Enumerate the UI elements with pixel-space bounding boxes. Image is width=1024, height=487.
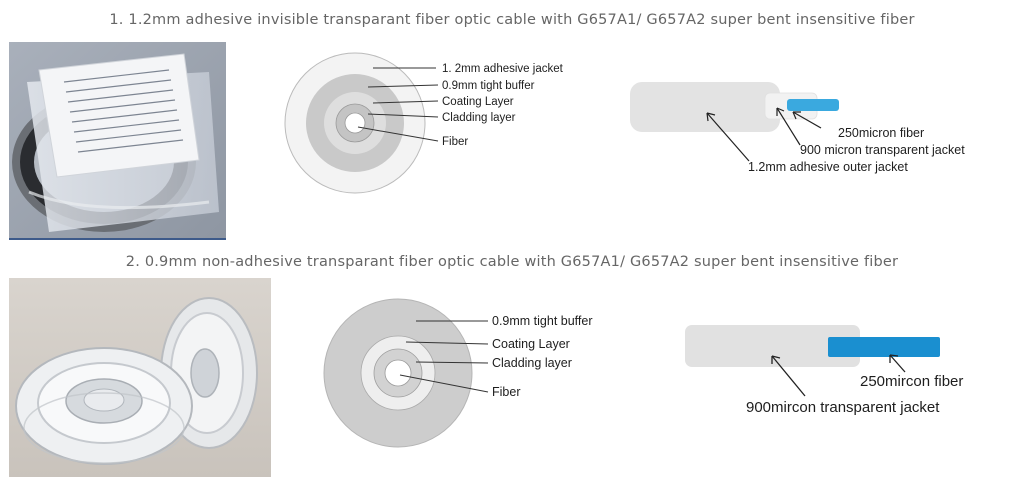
fiber-spools-photo	[9, 278, 271, 477]
s1-label-900micron-jacket: 900 micron transparent jacket	[800, 143, 965, 157]
s1-outer-jacket-bar	[630, 82, 780, 132]
section2-cross-section-diagram: 0.9mm tight buffer Coating Layer Claddin…	[318, 295, 618, 455]
s2-fiber-core	[385, 360, 411, 386]
section1-side-view-diagram: 250micron fiber 900 micron transparent j…	[625, 78, 1015, 178]
s2-label-coating-layer: Coating Layer	[492, 337, 570, 351]
s1-label-fiber: Fiber	[442, 136, 468, 148]
section1-title: 1. 1.2mm adhesive invisible transparant …	[0, 12, 1024, 28]
fiber-spool-packaged-photo	[9, 42, 226, 240]
s2-label-250mircon-fiber: 250mircon fiber	[860, 373, 963, 390]
fiber-spool-packaged-image	[9, 42, 226, 238]
s2-fiber-bar	[828, 337, 940, 357]
s1-fiber-core	[345, 113, 365, 133]
s2-label-900mircon-jacket: 900mircon transparent jacket	[746, 399, 940, 416]
s1-label-250micron-fiber: 250micron fiber	[838, 126, 924, 140]
s1-label-coating-layer: Coating Layer	[442, 96, 514, 108]
s1-label-adhesive-jacket: 1. 2mm adhesive jacket	[442, 63, 564, 75]
section1-cross-section-diagram: 1. 2mm adhesive jacket 0.9mm tight buffe…	[280, 48, 590, 198]
s1-label-tight-buffer: 0.9mm tight buffer	[442, 80, 535, 92]
s2-label-fiber: Fiber	[492, 385, 520, 399]
s1-label-cladding-layer: Cladding layer	[442, 112, 516, 124]
fiber-spools-image	[9, 278, 271, 477]
s2-label-cladding-layer: Cladding layer	[492, 356, 572, 370]
s1-fiber-bar	[787, 99, 839, 111]
s1-label-outer-jacket: 1.2mm adhesive outer jacket	[748, 160, 908, 174]
section2-title: 2. 0.9mm non-adhesive transparant fiber …	[0, 254, 1024, 270]
section2-side-view-diagram: 250mircon fiber 900mircon transparent ja…	[680, 320, 1015, 430]
s2-label-tight-buffer: 0.9mm tight buffer	[492, 314, 593, 328]
